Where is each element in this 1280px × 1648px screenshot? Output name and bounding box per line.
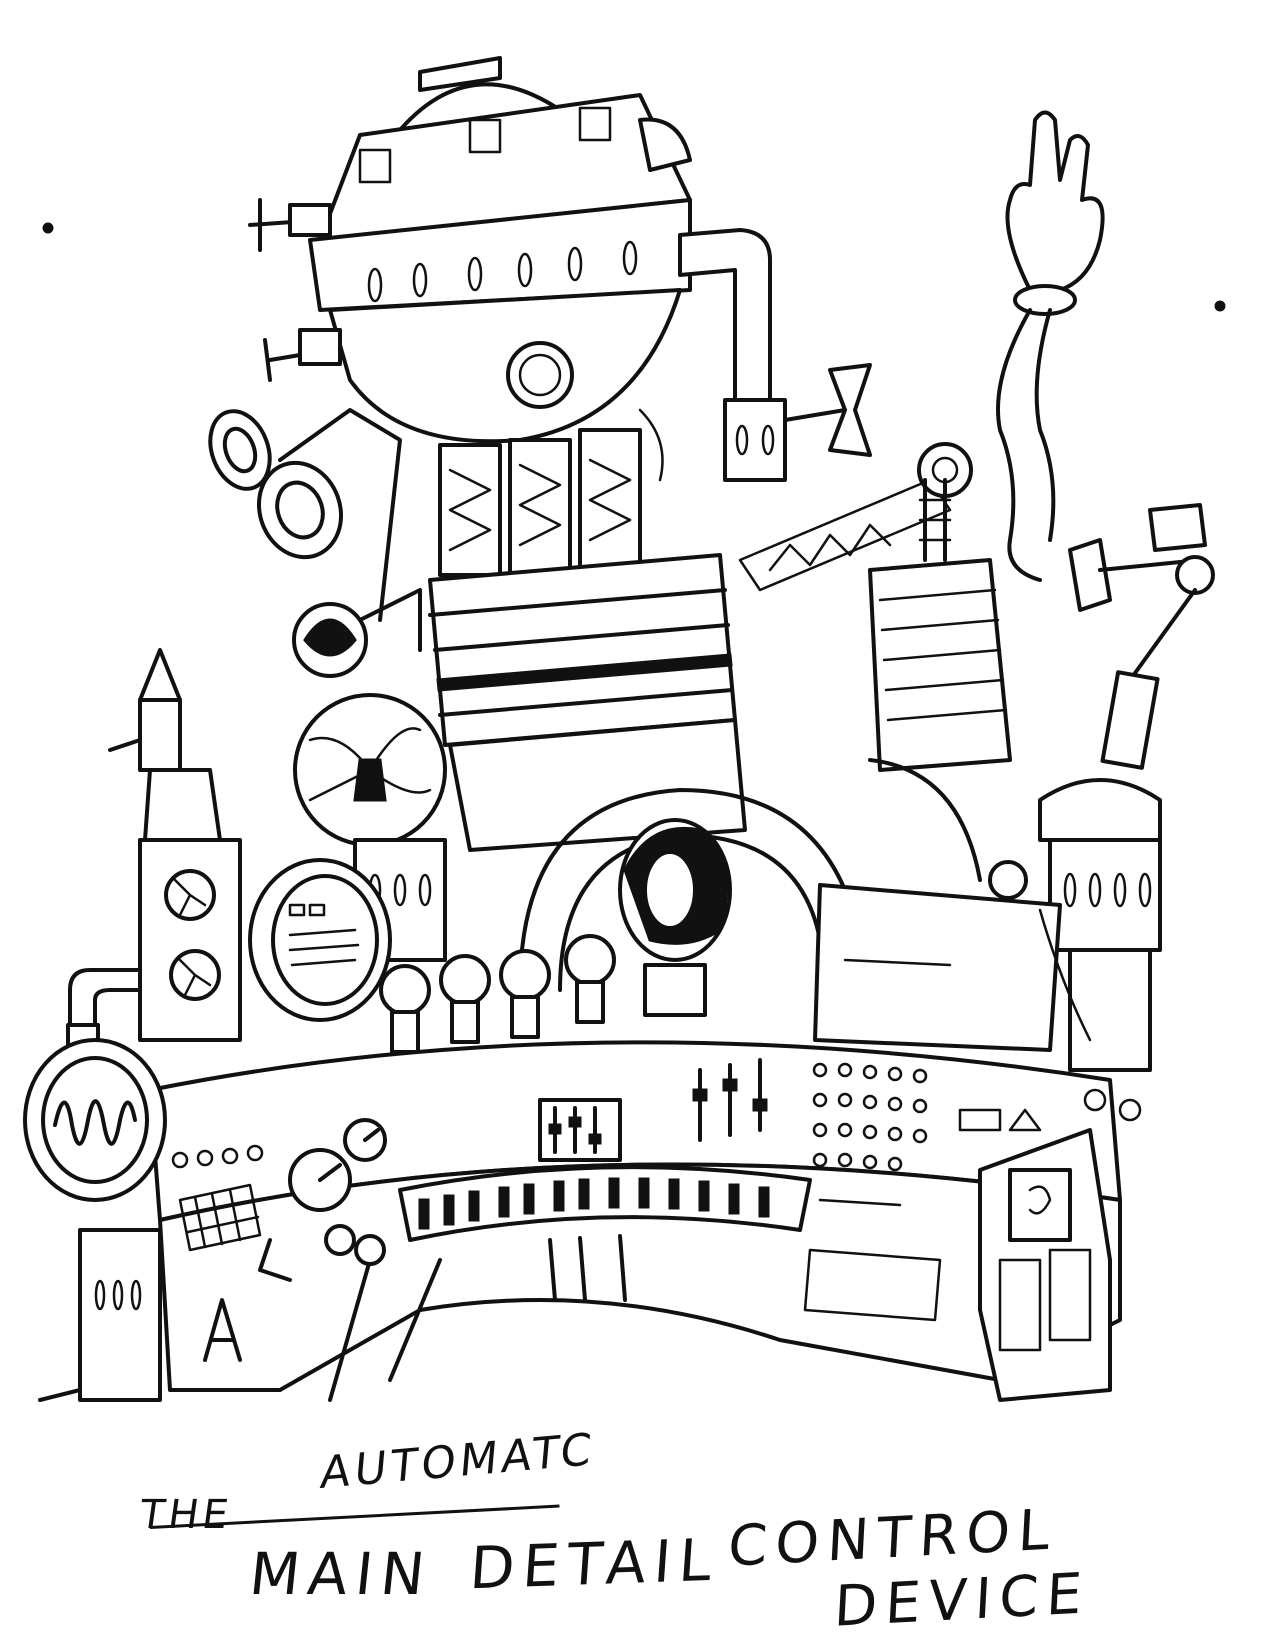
elbow-pipe xyxy=(678,228,872,482)
ring-arm xyxy=(208,408,422,678)
oval-screen xyxy=(248,858,392,1022)
stacked-tower xyxy=(868,478,1012,772)
ribbed-tower xyxy=(428,553,747,852)
oscilloscope xyxy=(23,1038,242,1402)
fist-arm xyxy=(1038,503,1215,1072)
control-console xyxy=(148,1040,1122,1402)
ink-dot xyxy=(1214,300,1226,312)
bulb-row xyxy=(379,860,1028,1054)
central-arch xyxy=(518,758,982,1017)
caption-device: DEVICE xyxy=(832,1561,1092,1640)
caption-main: MAIN xyxy=(246,1540,436,1608)
side-cabinet xyxy=(978,1088,1142,1402)
left-pipes xyxy=(66,968,142,1062)
dome-head xyxy=(308,56,692,444)
lamp-tower xyxy=(108,648,242,1042)
head-valves xyxy=(248,117,692,382)
flat-monitor xyxy=(813,883,1092,1052)
waving-hand xyxy=(996,110,1105,582)
ink-dot xyxy=(42,222,54,234)
truss-crane xyxy=(738,442,973,592)
caption-the: THE xyxy=(136,1492,236,1538)
caption-detail: DETAIL xyxy=(467,1525,722,1603)
